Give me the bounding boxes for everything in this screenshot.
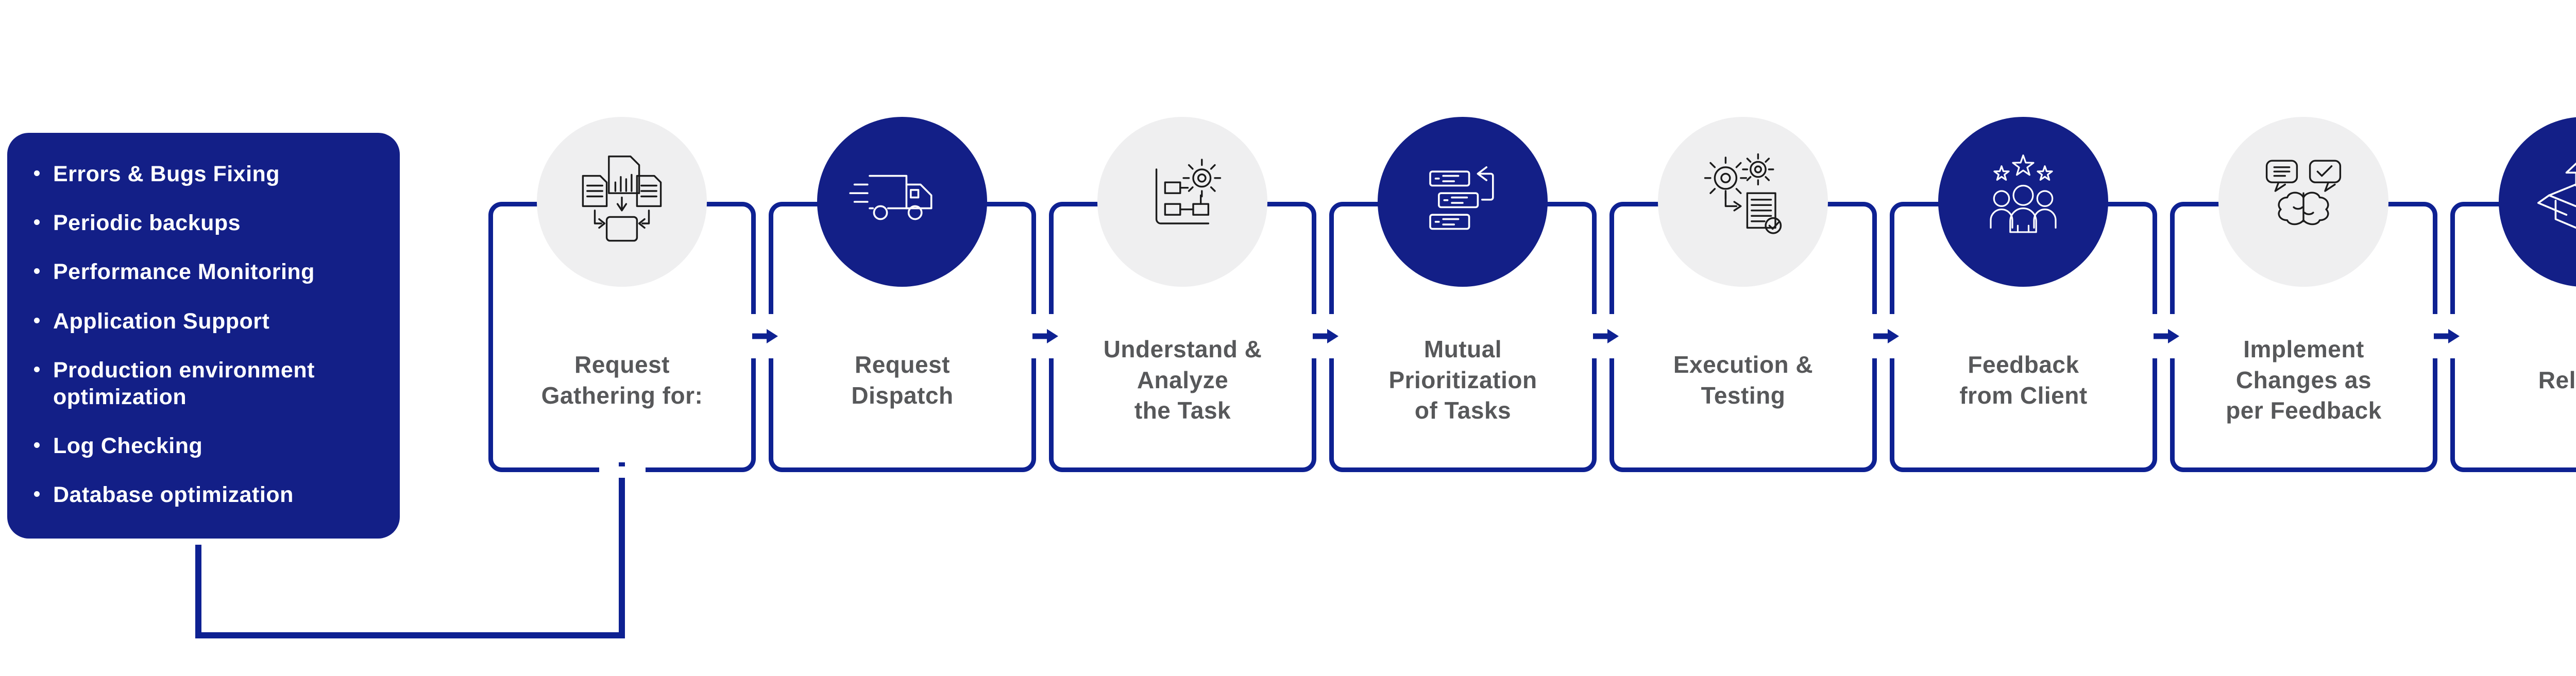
delivery-truck-icon: [848, 148, 956, 256]
bullet-dot: [34, 366, 40, 372]
step-icon-circle: [2218, 117, 2388, 287]
flow-arrow-icon: [752, 329, 778, 343]
step-icon-circle: [1097, 117, 1267, 287]
list-item: Database optimization: [34, 481, 382, 508]
list-item: Periodic backups: [34, 210, 382, 236]
flowchart-gear-icon: [1128, 148, 1236, 256]
bullet-dot: [34, 170, 40, 176]
border-gap: [599, 466, 646, 478]
flow-arrow-icon: [1593, 329, 1619, 343]
bullet-dot: [34, 219, 40, 226]
service-label: Application Support: [53, 308, 270, 334]
bullet-dot: [34, 317, 40, 323]
step-icon-circle: [537, 117, 707, 287]
step-icon-circle: [1378, 117, 1548, 287]
client-rating-icon: [1969, 148, 2077, 256]
flow-arrow-icon: [2434, 329, 2460, 343]
bullet-dot: [34, 491, 40, 497]
service-label: Log Checking: [53, 434, 203, 459]
list-item: Errors & Bugs Fixing: [34, 161, 382, 187]
task-priority-icon: [1409, 148, 1517, 256]
step-label: Understand & Analyze the Task: [1103, 335, 1262, 424]
service-label: Database optimization: [53, 482, 294, 508]
services-panel: Errors & Bugs Fixing Periodic backups Pe…: [7, 133, 400, 539]
step-label: Execution & Testing: [1673, 351, 1814, 409]
service-label: Errors & Bugs Fixing: [53, 162, 280, 186]
feedback-brain-icon: [2249, 148, 2358, 256]
list-item: Application Support: [34, 308, 382, 335]
list-item: Production environment optimization: [34, 357, 382, 411]
list-item: Performance Monitoring: [34, 258, 382, 285]
release-box-icon: [2530, 148, 2576, 256]
data-gathering-icon: [568, 148, 676, 256]
gears-checklist-icon: [1689, 148, 1797, 256]
flow-arrow-icon: [1032, 329, 1058, 343]
flow-arrow-icon: [1313, 329, 1338, 343]
connector-vertical-left: [195, 545, 201, 638]
step-label: Mutual Prioritization of Tasks: [1388, 335, 1537, 424]
step-label: Implement Changes as per Feedback: [2226, 335, 2382, 424]
flow-arrow-icon: [2154, 329, 2179, 343]
step-label: Request Gathering for:: [541, 351, 703, 409]
service-label: Periodic backups: [53, 211, 241, 236]
step-icon-circle: [1658, 117, 1828, 287]
flow-arrow-icon: [1873, 329, 1899, 343]
connector-horizontal: [195, 632, 625, 638]
bullet-dot: [34, 268, 40, 274]
step-label: Release: [2538, 366, 2576, 393]
step-label: Request Dispatch: [851, 351, 954, 409]
service-label: Performance Monitoring: [53, 259, 315, 285]
list-item: Log Checking: [34, 432, 382, 459]
service-label: Production environment optimization: [53, 357, 315, 410]
connector-vertical-right: [619, 462, 625, 638]
bullet-dot: [34, 442, 40, 448]
step-icon-circle: [817, 117, 987, 287]
step-icon-circle: [1938, 117, 2108, 287]
step-label: Feedback from Client: [1959, 351, 2088, 409]
